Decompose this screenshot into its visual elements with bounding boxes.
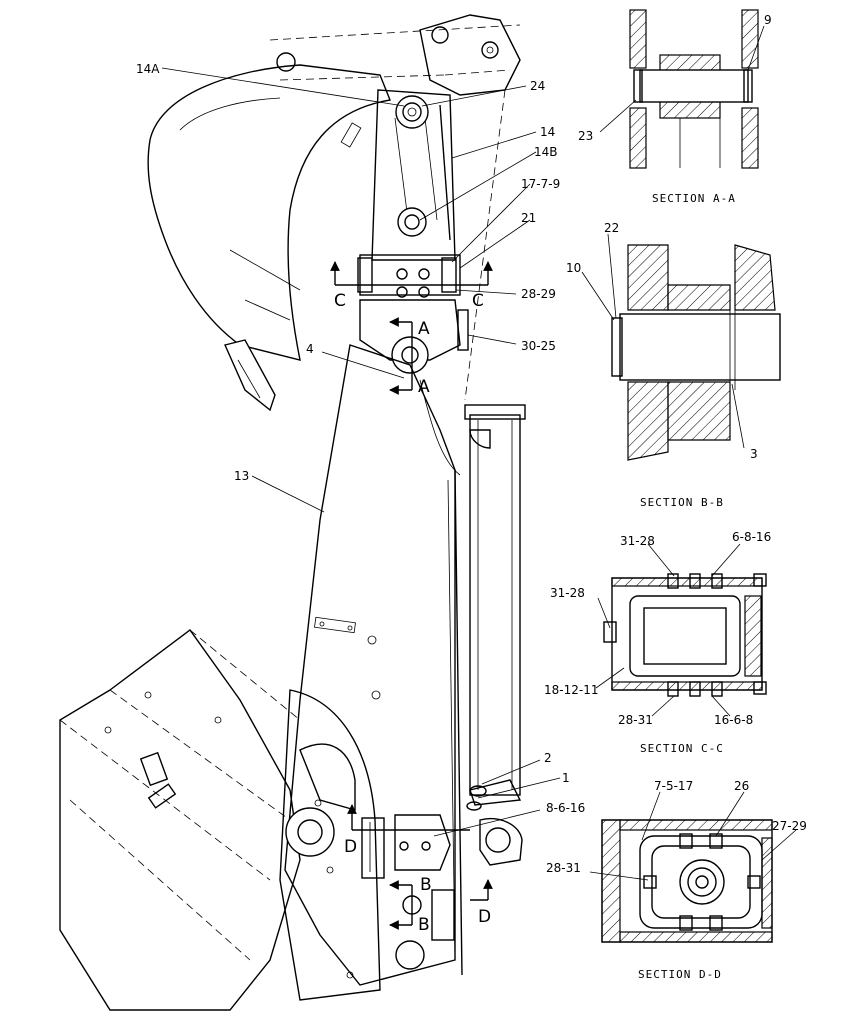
bucket-tooth: [224, 339, 276, 412]
section-dd-label-28-31: 28-31: [546, 861, 581, 875]
section-marker-c-left: C: [334, 291, 346, 311]
section-cc-label-16-6-8: 16-6-8: [714, 713, 753, 727]
section-marker-b-top: B: [420, 875, 432, 895]
section-bb-label-3: 3: [750, 447, 758, 461]
callout-13: 13: [234, 469, 249, 483]
lower-bracket: [361, 814, 523, 970]
callout-14: 14: [540, 125, 555, 139]
pin-14b-icon: [397, 207, 427, 237]
section-marker-d-right: D: [478, 907, 491, 927]
section-dd-label-26: 26: [734, 779, 749, 793]
callout-21: 21: [521, 211, 536, 225]
section-marker-d-left: D: [344, 837, 357, 857]
callout-14b: 14B: [534, 145, 558, 159]
boom-section: [59, 629, 381, 1011]
section-aa-title: SECTION A-A: [652, 192, 736, 205]
section-cut-a: [389, 317, 413, 395]
section-cc-label-31-28-left: 31-28: [550, 586, 585, 600]
callout-24: 24: [530, 79, 545, 93]
boom-nose-plate: [279, 689, 381, 1001]
cylinder-barrel: [469, 414, 521, 796]
leader-lines: [161, 67, 561, 837]
bucket: [147, 24, 521, 412]
stick-outline: [284, 344, 456, 986]
section-marker-c-right: C: [472, 291, 484, 311]
callout-17-7-9: 17-7-9: [521, 177, 560, 191]
callout-14a: 14A: [136, 62, 160, 76]
section-bb-title: SECTION B-B: [640, 496, 724, 509]
callout-8-6-16: 8-6-16: [546, 801, 585, 815]
bucket-slot: [340, 122, 362, 148]
bucket-pin-icon: [276, 52, 296, 72]
callout-4: 4: [306, 342, 314, 356]
callout-2: 2: [544, 751, 552, 765]
linkage-plate: [371, 14, 521, 401]
hydraulic-cylinder: [464, 404, 526, 811]
section-cc-title: SECTION C-C: [640, 742, 724, 755]
callout-1: 1: [562, 771, 570, 785]
section-cut-b: [389, 880, 413, 930]
boom-pin-icon: [285, 807, 335, 857]
section-cut-d: [347, 804, 493, 901]
section-cc-label-31-28-top: 31-28: [620, 534, 655, 548]
section-cc-label-6-8-16: 6-8-16: [732, 530, 771, 544]
section-aa-label-23: 23: [578, 129, 593, 143]
section-dd-drawing: [601, 819, 773, 943]
pin-4-icon: [391, 336, 429, 374]
pin-14a-icon: [395, 95, 429, 129]
section-dd-shaft: [679, 859, 725, 905]
section-aa-drawing: [629, 9, 759, 169]
section-cc-drawing: [603, 573, 767, 697]
section-dd-title: SECTION D-D: [638, 968, 722, 981]
bracket-top: [359, 254, 461, 296]
coupler-bracket: [357, 254, 469, 374]
section-marker-a-top: A: [418, 319, 430, 339]
callout-28-29: 28-29: [521, 287, 556, 301]
section-dd-label-7-5-17: 7-5-17: [654, 779, 693, 793]
link-arm: [371, 89, 456, 261]
callout-30-25: 30-25: [521, 339, 556, 353]
section-bb-label-10: 10: [566, 261, 581, 275]
section-bb-label-22: 22: [604, 221, 619, 235]
stick-boom: [284, 344, 463, 986]
section-cc-label-18-12-11: 18-12-11: [544, 683, 598, 697]
section-dd-label-27-29: 27-29: [772, 819, 807, 833]
nameplate: [314, 616, 356, 634]
section-marker-b-bottom: B: [418, 915, 430, 935]
section-cc-label-28-31: 28-31: [618, 713, 653, 727]
section-bb-pin: [619, 313, 781, 381]
section-aa-pin: [639, 69, 749, 103]
section-marker-a-bottom: A: [418, 377, 430, 397]
section-cut-c: [330, 261, 493, 286]
section-aa-label-9: 9: [764, 13, 772, 27]
section-bb-drawing: [611, 244, 781, 461]
